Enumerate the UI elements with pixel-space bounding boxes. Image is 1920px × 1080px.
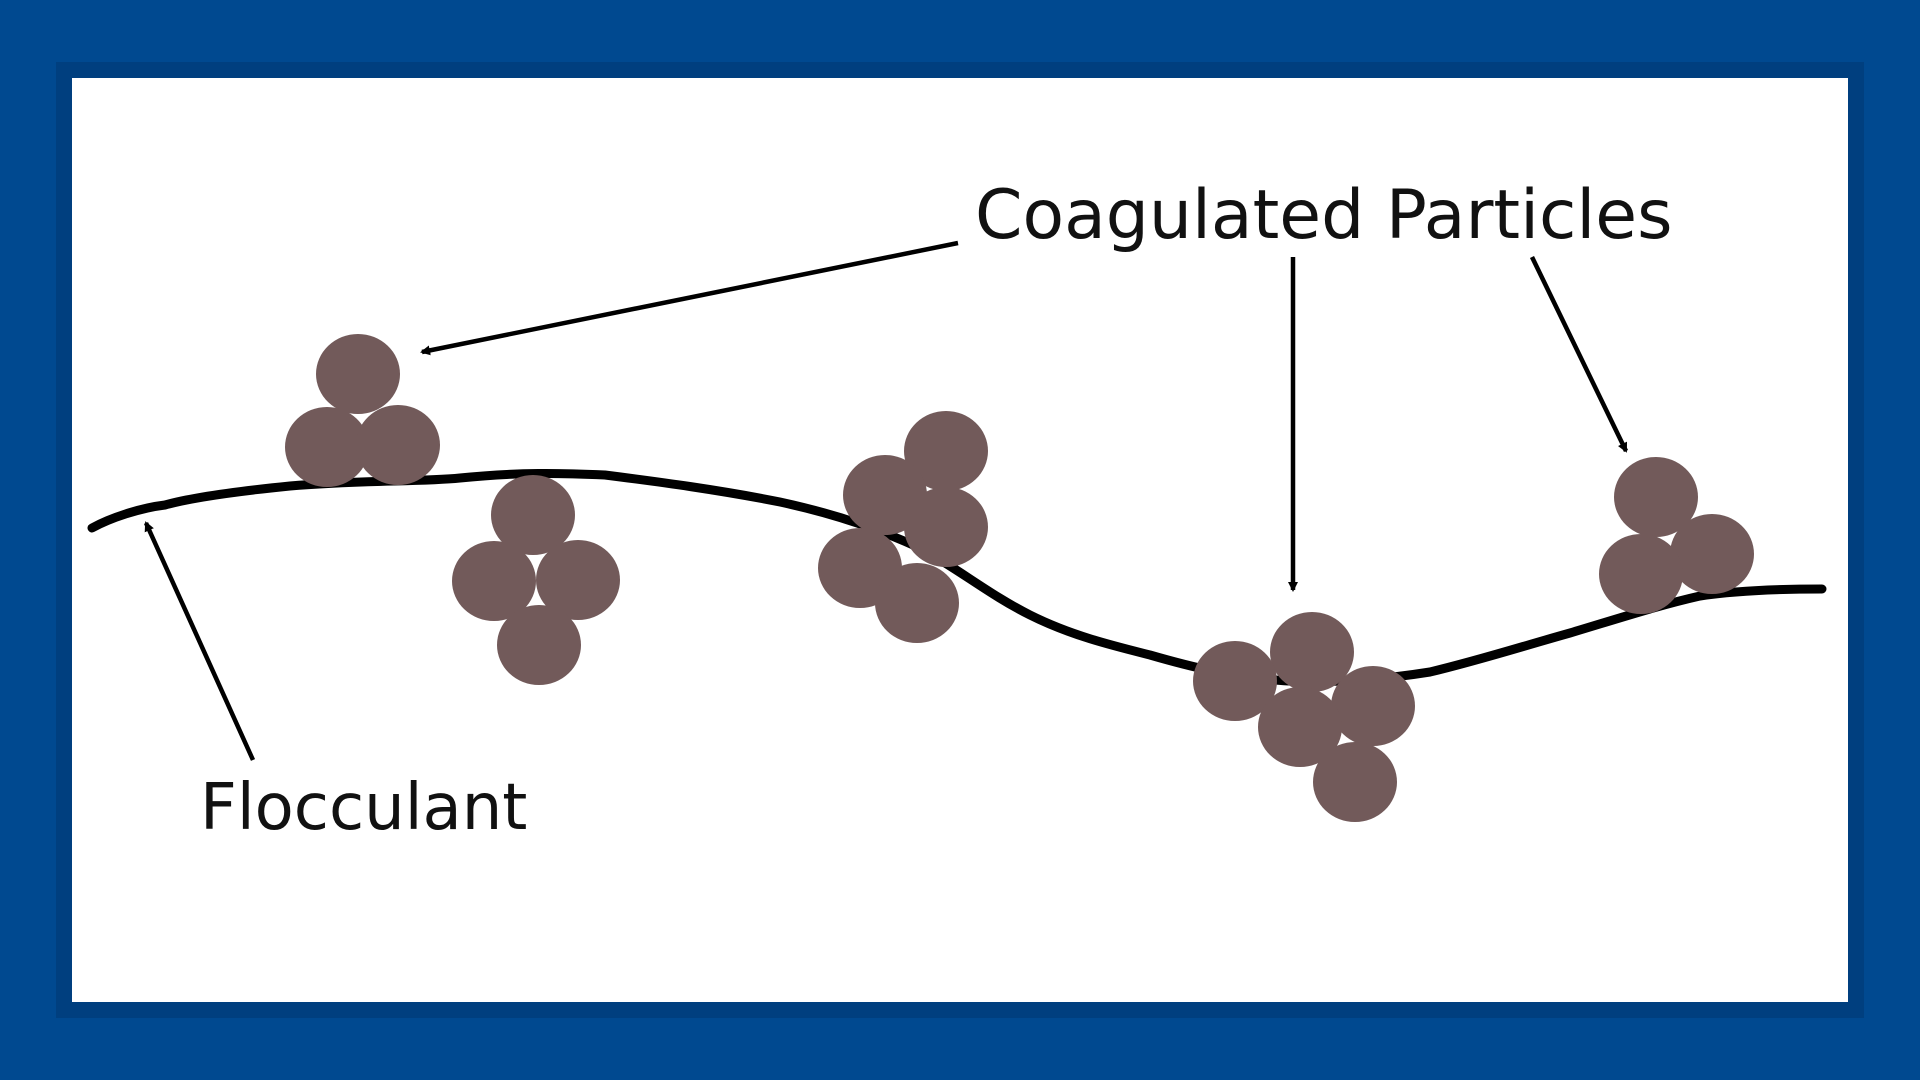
particle: [1193, 641, 1277, 721]
particle-cluster-4: [1193, 612, 1415, 822]
particle-cluster-3: [818, 411, 988, 643]
particle: [491, 475, 575, 555]
arrow-to-flocculant: [143, 521, 256, 761]
particle: [497, 605, 581, 685]
particle-cluster-1: [285, 334, 440, 487]
particle: [1313, 742, 1397, 822]
particle: [904, 487, 988, 567]
particle: [875, 563, 959, 643]
coagulated-particles-label: Coagulated Particles: [975, 176, 1673, 255]
particle: [904, 411, 988, 491]
particle-cluster-2: [452, 475, 620, 685]
particle: [1670, 514, 1754, 594]
particle: [1258, 687, 1342, 767]
arrow-to-cluster-1: [420, 240, 959, 356]
flocculant-strand: [87, 468, 1827, 687]
flocculant-label: Flocculant: [200, 771, 527, 845]
particle: [356, 405, 440, 485]
particle: [452, 541, 536, 621]
arrow-to-cluster-5: [1529, 256, 1629, 453]
particle: [1331, 666, 1415, 746]
particle: [316, 334, 400, 414]
particle-cluster-5: [1599, 457, 1754, 614]
particle: [1614, 457, 1698, 537]
particle: [1270, 612, 1354, 692]
particle: [1599, 534, 1683, 614]
particle: [536, 540, 620, 620]
particle: [285, 407, 369, 487]
